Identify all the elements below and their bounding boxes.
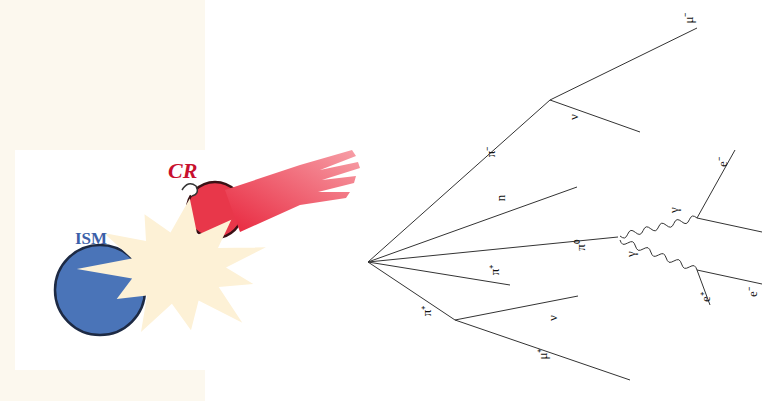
particle-label: π⁻ bbox=[484, 147, 497, 158]
particle-label: π⁺ bbox=[488, 265, 501, 276]
particle-label: e⁻ bbox=[746, 287, 759, 297]
particle-label: γ bbox=[667, 207, 680, 213]
particle-label: ν bbox=[567, 114, 580, 120]
particle-label: π⁺ bbox=[420, 306, 433, 317]
particle-label: ν bbox=[546, 315, 559, 321]
particle-label: e⁺ bbox=[699, 292, 712, 302]
particle-label: γ bbox=[624, 251, 637, 257]
node-label: ISM bbox=[75, 229, 107, 249]
particle-label: e⁻ bbox=[716, 157, 729, 167]
node-label: CR bbox=[168, 158, 197, 184]
particle-label: n bbox=[494, 195, 507, 202]
particle-label: π⁰ bbox=[574, 239, 587, 251]
particle-label: μ⁺ bbox=[536, 349, 549, 360]
particle-label: μ⁻ bbox=[682, 13, 695, 24]
